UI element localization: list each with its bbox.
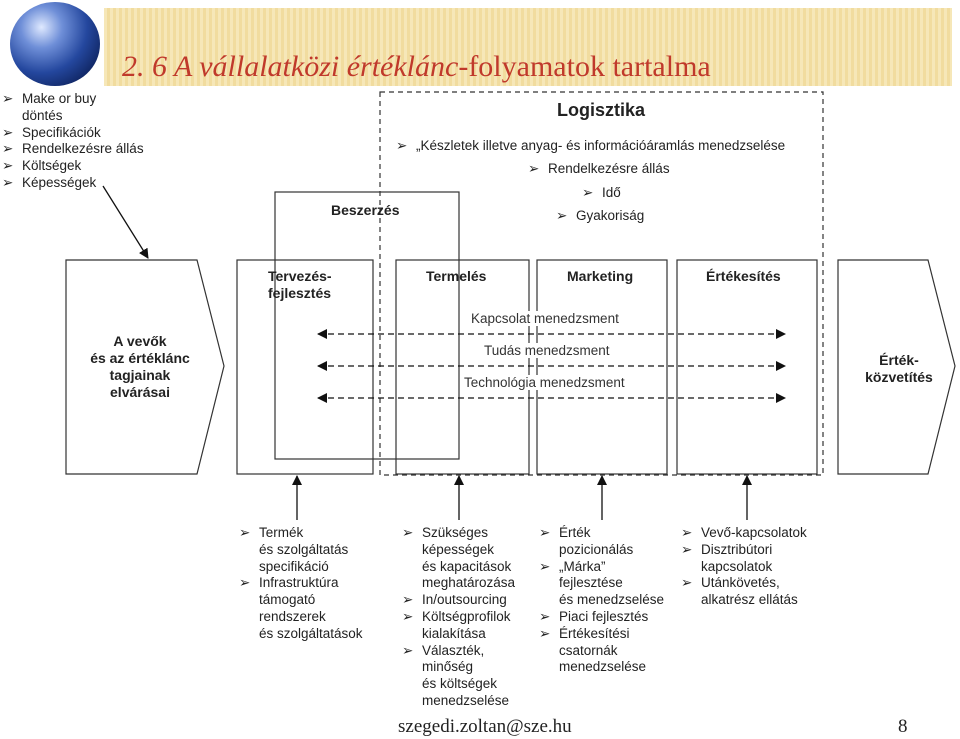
list-item: minőség bbox=[422, 659, 474, 675]
list-item: Disztribútori bbox=[681, 542, 807, 559]
list-item: döntés bbox=[22, 107, 63, 123]
logistics-title: Logisztika bbox=[557, 100, 646, 120]
logistics-item: Rendelkezésre állás bbox=[528, 161, 670, 178]
list-item: kapcsolatok bbox=[701, 558, 773, 574]
list-item: és költségek bbox=[422, 676, 498, 692]
list-item: és menedzselése bbox=[559, 592, 665, 608]
list-item: fejlesztése bbox=[559, 575, 623, 591]
list-item: Választék, bbox=[402, 643, 515, 660]
list-item: In/outsourcing bbox=[402, 592, 515, 609]
list-item: Képességek bbox=[2, 175, 144, 192]
list-item: és szolgáltatás bbox=[259, 541, 349, 557]
decision-arrow bbox=[102, 185, 149, 259]
list-item: csatornák bbox=[559, 642, 618, 658]
knowledge-mgmt-label: Tudás menedzsment bbox=[482, 343, 612, 358]
list-item: és kapacitások bbox=[422, 558, 512, 574]
list-item: Piaci fejlesztés bbox=[539, 609, 664, 626]
footer-email: szegedi.zoltan@sze.hu bbox=[398, 716, 572, 737]
title-banner bbox=[104, 8, 952, 86]
list-item: képességek bbox=[422, 541, 495, 557]
list-item: „Márka” bbox=[539, 559, 664, 576]
list-item: meghatározása bbox=[422, 575, 516, 591]
list-item: támogató bbox=[259, 592, 316, 608]
list-item: kialakítása bbox=[422, 625, 486, 641]
list-item: Vevő-kapcsolatok bbox=[681, 525, 807, 542]
globe-icon bbox=[10, 2, 100, 86]
production-column-box bbox=[395, 259, 530, 475]
list-item: Költségek bbox=[2, 158, 144, 175]
list-item: Szükséges bbox=[402, 525, 515, 542]
list-item: Utánkövetés, bbox=[681, 575, 807, 592]
list-item: Költségprofilok bbox=[402, 609, 515, 626]
logistics-item: Gyakoriság bbox=[556, 208, 644, 225]
procurement-label: Beszerzés bbox=[331, 202, 400, 218]
logistics-item: „Készletek illetve anyag- és információá… bbox=[396, 138, 785, 155]
list-item: specifikáció bbox=[259, 558, 329, 574]
marketing-column-header: Marketing bbox=[567, 268, 634, 284]
page-number: 8 bbox=[898, 716, 908, 737]
sales-column-box bbox=[676, 259, 818, 475]
list-item: rendszerek bbox=[259, 608, 326, 624]
make-or-buy-list: Make or buy döntés Specifikációk Rendelk… bbox=[2, 91, 144, 192]
list-item: Értékesítési bbox=[539, 626, 664, 643]
design-column-header: Tervezés-fejlesztés bbox=[268, 268, 332, 301]
list-item: pozicionálás bbox=[559, 541, 634, 557]
sales-column-header: Értékesítés bbox=[706, 268, 781, 284]
list-item: Infrastruktúra bbox=[239, 575, 363, 592]
list-item: menedzselése bbox=[559, 659, 647, 675]
procurement-box bbox=[274, 191, 460, 460]
list-item: Make or buy bbox=[2, 91, 144, 108]
list-item: és szolgáltatások bbox=[259, 625, 363, 641]
list-item: Rendelkezésre állás bbox=[2, 141, 144, 158]
list-item: Specifikációk bbox=[2, 125, 144, 142]
technology-mgmt-label: Technológia menedzsment bbox=[462, 375, 627, 390]
customer-expectations-chevron bbox=[65, 259, 225, 475]
marketing-column-box bbox=[536, 259, 668, 475]
page-title: 2. 6 A vállalatközi értéklánc-folyamatok… bbox=[122, 50, 711, 83]
list-item: Termék bbox=[239, 525, 363, 542]
list-item: menedzselése bbox=[422, 692, 510, 708]
production-column-header: Termelés bbox=[426, 268, 487, 284]
value-transfer-label: Érték-közvetítés bbox=[865, 352, 933, 385]
list-item: Érték bbox=[539, 525, 664, 542]
list-item: alkatrész ellátás bbox=[701, 592, 798, 608]
relationship-mgmt-label: Kapcsolat menedzsment bbox=[469, 311, 621, 326]
logistics-item: Idő bbox=[582, 185, 621, 202]
bottom-list-sales: Vevő-kapcsolatokDisztribútorikapcsolatok… bbox=[681, 525, 807, 609]
value-chevron bbox=[837, 259, 956, 475]
